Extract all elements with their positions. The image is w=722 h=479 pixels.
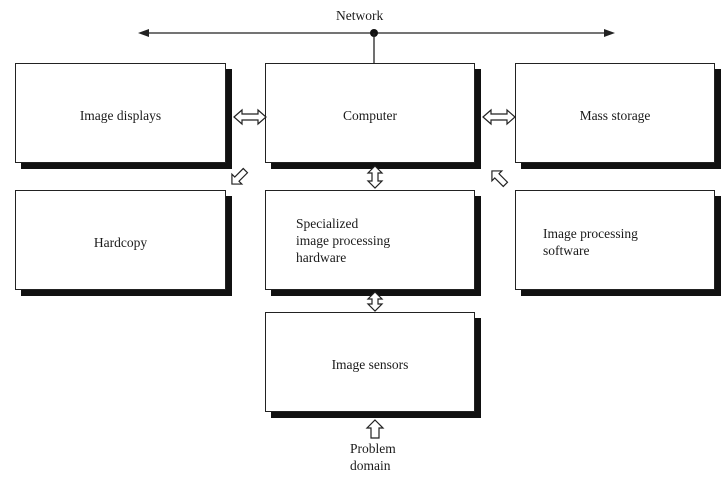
image-processing-software-box: Image processing software	[515, 190, 715, 290]
software-computer-arrow	[491, 170, 509, 188]
problem-domain-up-arrow	[365, 419, 385, 439]
image-sensors-box: Image sensors	[265, 312, 475, 412]
computer-hardcopy-arrow	[231, 167, 249, 185]
mass-storage-label: Mass storage	[579, 108, 651, 123]
computer-storage-double-arrow	[482, 108, 516, 126]
software-label-line2: software	[543, 243, 590, 258]
network-bus	[138, 29, 615, 63]
computer-hardware-double-arrow	[366, 165, 384, 189]
computer-label: Computer	[343, 108, 397, 123]
network-left-arrowhead	[138, 29, 149, 37]
problem-domain-line1: Problem	[350, 441, 396, 456]
specialized-label-line2: image processing	[296, 233, 391, 248]
hardware-sensors-double-arrow	[366, 291, 384, 312]
specialized-label-line1: Specialized	[296, 216, 359, 231]
hardcopy-box: Hardcopy	[15, 190, 226, 290]
network-right-arrowhead	[604, 29, 615, 37]
hardcopy-label: Hardcopy	[93, 235, 148, 250]
displays-computer-double-arrow	[233, 108, 267, 126]
image-displays-label: Image displays	[79, 108, 162, 123]
image-displays-box: Image displays	[15, 63, 226, 163]
mass-storage-box: Mass storage	[515, 63, 715, 163]
specialized-label-line3: hardware	[296, 250, 347, 265]
specialized-hardware-box: Specialized image processing hardware	[265, 190, 475, 290]
image-sensors-label: Image sensors	[331, 357, 409, 372]
network-label: Network	[336, 8, 384, 23]
computer-box: Computer	[265, 63, 475, 163]
software-label-line1: Image processing	[543, 226, 638, 241]
problem-domain-line2: domain	[350, 458, 391, 473]
